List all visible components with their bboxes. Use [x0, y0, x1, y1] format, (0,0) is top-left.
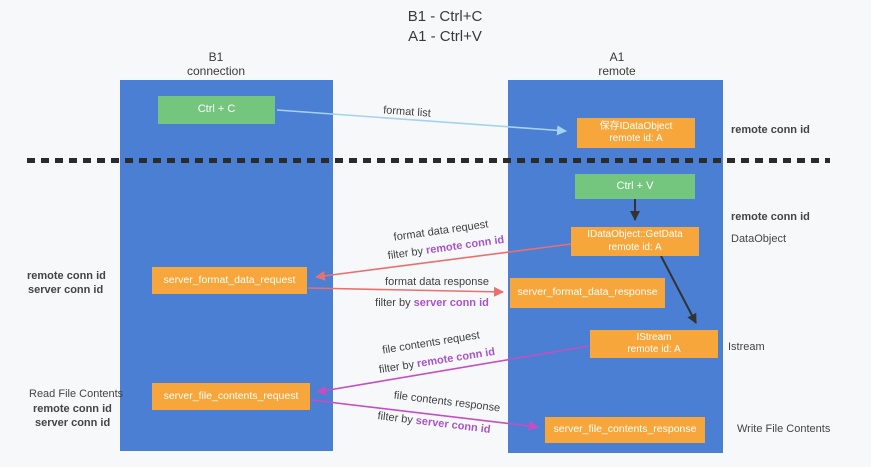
- left-lane-header: B1 connection: [187, 50, 245, 79]
- node-server-file-contents-response-label: server_file_contents_response: [553, 423, 697, 436]
- node-server-file-contents-request: server_file_contents_request: [152, 383, 310, 410]
- label-format-list: format list: [382, 104, 432, 120]
- label-file-contents-response-filter: filter by server conn id: [377, 410, 491, 436]
- filter-prefix: filter by: [376, 410, 417, 427]
- node-istream: IStream remote id: A: [590, 330, 718, 358]
- left-lane-role: connection: [186, 64, 246, 79]
- label-read-file-contents: Read File Contents: [29, 388, 124, 400]
- left-lane-name: B1: [208, 50, 224, 64]
- node-server-format-data-request-label: server_format_data_request: [163, 273, 296, 286]
- label-remote-conn-id-mid-left: remote conn id: [27, 270, 106, 282]
- filter-prefix: filter by: [387, 244, 427, 263]
- label-server-conn-id-bottom-left: server conn id: [35, 417, 111, 429]
- label-format-data-response: format data response: [385, 276, 489, 288]
- label-server-conn-id-mid-left: server conn id: [28, 284, 104, 296]
- node-server-format-data-request: server_format_data_request: [152, 267, 307, 294]
- node-ctrl-c-label: Ctrl + C: [197, 103, 236, 116]
- node-getdata-line1: IDataObject::GetData: [587, 229, 683, 240]
- label-write-file-contents: Write File Contents: [737, 423, 831, 435]
- node-saved-dataobject-line2: remote id: A: [609, 133, 663, 144]
- node-idataobject-getdata: IDataObject::GetData remote id: A: [571, 227, 699, 256]
- label-file-contents-response: file contents response: [393, 389, 501, 415]
- node-ctrl-v: Ctrl + V: [575, 174, 695, 199]
- node-server-file-contents-request-label: server_file_contents_request: [163, 389, 299, 402]
- right-lane-role: remote: [598, 64, 636, 79]
- node-getdata-line2: remote id: A: [608, 241, 662, 253]
- label-format-data-response-filter: filter by server conn id: [375, 297, 489, 309]
- node-server-file-contents-response: server_file_contents_response: [545, 417, 705, 443]
- filter-prefix: filter by: [375, 297, 414, 309]
- title-line-1: B1 - Ctrl+C: [407, 8, 483, 25]
- node-server-format-data-response-label: server_format_data_response: [517, 286, 658, 299]
- right-lane-header: A1 remote: [598, 50, 635, 79]
- node-istream-line2: remote id: A: [627, 344, 681, 355]
- label-remote-conn-id-bottom-left: remote conn id: [33, 403, 112, 415]
- title-line-2: A1 - Ctrl+V: [408, 28, 482, 46]
- filter-prefix: filter by: [378, 358, 419, 377]
- label-remote-conn-id-top-right: remote conn id: [731, 124, 810, 136]
- diagram-title: B1 - Ctrl+C A1 - Ctrl+V: [408, 7, 483, 48]
- node-ctrl-v-label: Ctrl + V: [616, 179, 654, 192]
- node-server-format-data-response: server_format_data_response: [510, 278, 665, 308]
- filter-key-server-conn-id: server conn id: [413, 297, 489, 309]
- filter-key-server-conn-id: server conn id: [415, 414, 492, 436]
- node-istream-line1: IStream: [636, 331, 672, 343]
- label-istream: Istream: [728, 341, 765, 353]
- label-dataobject: DataObject: [731, 233, 787, 245]
- node-saved-dataobject: 保存IDataObject remote id: A: [577, 118, 695, 148]
- right-lane-name: A1: [609, 50, 625, 64]
- label-remote-conn-id-mid-right: remote conn id: [731, 211, 810, 223]
- dashed-divider: [27, 158, 830, 163]
- arrow-format-request-to-response: [307, 286, 504, 297]
- node-saved-dataobject-line1: 保存IDataObject: [599, 120, 673, 132]
- node-ctrl-c: Ctrl + C: [158, 96, 275, 124]
